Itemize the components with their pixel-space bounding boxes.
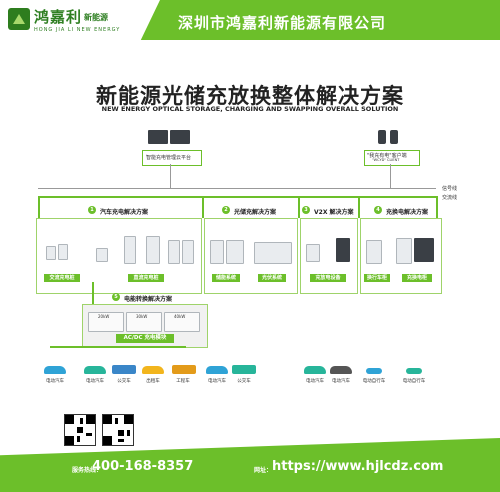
power-module-icon [88, 312, 124, 332]
ac-line [38, 196, 436, 198]
vehicle-label: 电动汽车 [332, 379, 350, 384]
v2x-label: 充放电设备 [310, 274, 346, 282]
section-number: 5 [112, 293, 120, 301]
vehicle-label: 电动自行车 [402, 379, 426, 384]
section-number: 4 [374, 206, 382, 214]
vehicle-icon [330, 366, 352, 374]
bus-icon [112, 365, 136, 374]
dc-charger-icon [96, 248, 108, 262]
connector [170, 164, 171, 188]
vehicle-label: 电动汽车 [46, 379, 64, 384]
monitor-icon [148, 130, 168, 144]
platform-label-right: "我充有电"客户端 [367, 153, 407, 159]
logo-name-suffix: 新能源 [84, 13, 108, 22]
page-subtitle: NEW ENERGY OPTICAL STORAGE, CHARGING AND… [101, 105, 399, 113]
section-title: 汽车充电解决方案 [100, 209, 149, 216]
vehicle-label: 工程车 [176, 379, 190, 384]
v2x-device-icon [336, 238, 350, 262]
connector [390, 164, 391, 188]
vehicle-label: 电动汽车 [86, 379, 104, 384]
pv-label: 光伏系统 [258, 274, 286, 282]
swap-cabinet-label: 换行车柜 [364, 274, 390, 282]
vehicle-icon [84, 366, 106, 374]
vehicle-icon [206, 366, 228, 374]
phone-icon [390, 130, 398, 144]
monitor-icon [170, 130, 190, 144]
ac-line-label: 交流线 [442, 195, 458, 201]
qr-code [102, 414, 134, 446]
dc-charger-label: 直流充电桩 [128, 274, 164, 282]
logo-english: HONG JIA LI NEW ENERGY [34, 27, 121, 33]
v2x-device-icon [306, 244, 320, 262]
ebike-icon [366, 368, 382, 374]
company-name: 深圳市鸿嘉利新能源有限公司 [178, 14, 387, 32]
vehicle-label: 电动汽车 [208, 379, 226, 384]
section-title: 光储充解决方案 [234, 209, 277, 216]
hotline-label: 服务热线： [72, 467, 103, 474]
website-label: 网址： [254, 467, 273, 474]
charge-cabinet-icon [396, 238, 412, 264]
section-title: 充换电解决方案 [386, 209, 429, 216]
charge-cabinet-icon [414, 238, 434, 262]
vehicle-label: 公交车 [237, 379, 251, 384]
ac-charger-label: 交流充电桩 [44, 274, 80, 282]
power-module-label: AC/DC 充电模块 [116, 334, 174, 343]
qr-code [64, 414, 96, 446]
signal-line [38, 188, 436, 189]
logo-name: 鸿嘉利 [34, 8, 83, 26]
section-number: 2 [222, 206, 230, 214]
module-rating: 20kW [98, 314, 110, 319]
module-rating: 40kW [174, 314, 186, 319]
platform-sub-right: "WCYD" CLIENT [372, 158, 400, 162]
platform-box-right [364, 150, 420, 166]
connector [92, 282, 94, 304]
logo-icon [8, 8, 30, 30]
storage-cabinet-icon [226, 240, 244, 264]
section-number: 1 [88, 206, 96, 214]
vehicle-label: 出租车 [146, 379, 160, 384]
section-number: 3 [302, 206, 310, 214]
vehicle-icon [304, 366, 326, 374]
platform-box-left [142, 150, 202, 166]
connector [358, 196, 360, 218]
truck-icon [172, 365, 196, 374]
section-title: V2X 解决方案 [314, 209, 354, 216]
bus-icon [232, 365, 256, 374]
dc-charger-icon [182, 240, 194, 264]
ac-charger-icon [46, 246, 56, 260]
dc-charger-icon [168, 240, 180, 264]
dc-charger-icon [146, 236, 160, 264]
connector [298, 196, 300, 218]
vehicle-feed-line [50, 346, 186, 348]
vehicle-label: 电动汽车 [306, 379, 324, 384]
connector [38, 196, 40, 218]
website-url[interactable]: https://www.hjlcdz.com [272, 459, 444, 474]
vehicle-icon [44, 366, 66, 374]
dc-charger-icon [124, 236, 136, 264]
charge-cabinet-label: 充换电柜 [402, 274, 432, 282]
ac-charger-icon [58, 244, 68, 260]
section-title: 电能转换解决方案 [124, 296, 173, 303]
phone-icon [378, 130, 386, 144]
storage-cabinet-icon [210, 240, 224, 264]
hotline-number: 400-168-8357 [92, 459, 194, 474]
platform-label-left: 智能充电管理云平台 [146, 155, 192, 161]
page-title: 新能源光储充放换整体解决方案 [96, 84, 404, 108]
signal-line-label: 信号线 [442, 186, 458, 192]
power-module-icon [126, 312, 162, 332]
swap-cabinet-icon [366, 240, 382, 264]
ebike-icon [406, 368, 422, 374]
module-rating: 30kW [136, 314, 148, 319]
connector [436, 196, 438, 218]
power-module-icon [164, 312, 200, 332]
pv-container-icon [254, 242, 292, 264]
connector [202, 196, 204, 218]
storage-label: 储能系统 [212, 274, 240, 282]
vehicle-label: 公交车 [117, 379, 131, 384]
taxi-icon [142, 366, 164, 374]
vehicle-label: 电动自行车 [362, 379, 386, 384]
